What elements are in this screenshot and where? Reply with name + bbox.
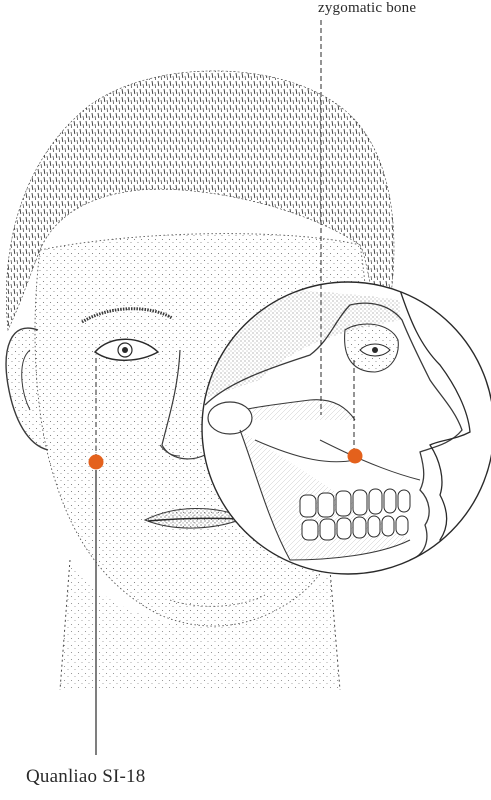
- teeth: [299, 488, 411, 541]
- facial-profile: [399, 289, 471, 574]
- nose: [161, 349, 206, 460]
- zygomatic-bone-label: zygomatic bone: [318, 0, 417, 16]
- eye-left: [93, 338, 160, 361]
- acupoint-marker-face: [88, 454, 104, 470]
- acupoint-marker-skull: [347, 448, 363, 464]
- eyebrow-left: [81, 307, 173, 324]
- acupoint-label: Quanliao SI-18: [26, 766, 146, 787]
- skull-outline: [204, 302, 463, 561]
- ear-left: [5, 327, 49, 451]
- lens-border: [201, 281, 491, 575]
